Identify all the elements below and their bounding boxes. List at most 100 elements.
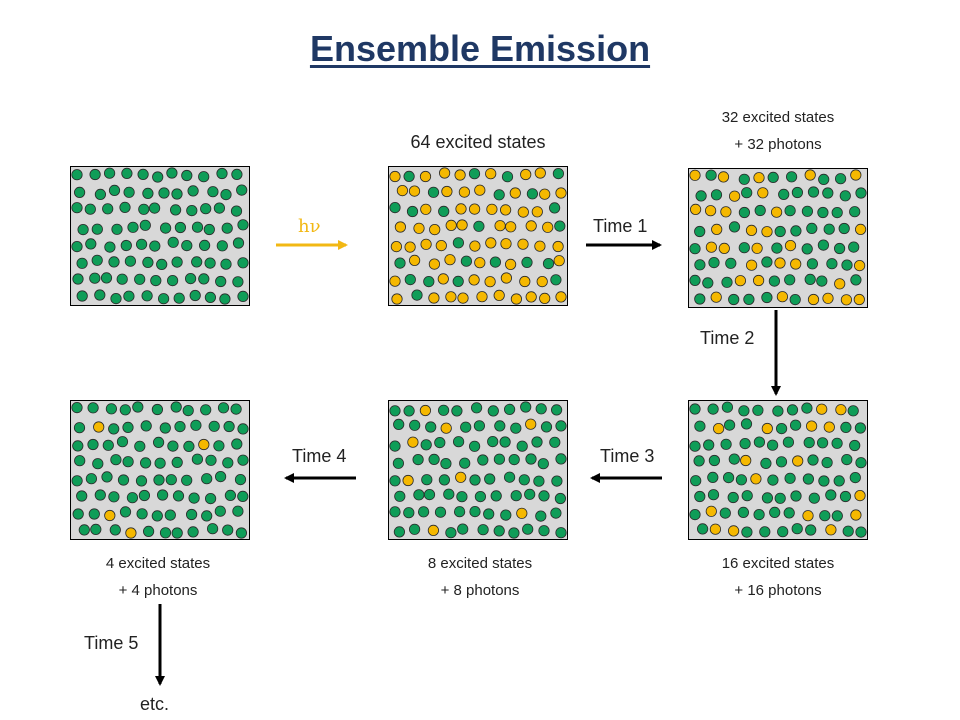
ground-molecule <box>521 256 533 269</box>
ground-molecule <box>473 220 485 232</box>
ground-molecule <box>109 524 121 536</box>
ground-molecule <box>110 293 122 305</box>
ground-molecule <box>223 420 235 433</box>
ground-molecule <box>76 290 88 302</box>
ground-molecule <box>76 257 88 269</box>
ground-molecule <box>158 293 170 305</box>
ground-molecule <box>451 405 463 417</box>
ground-molecule <box>174 421 186 433</box>
ground-molecule <box>554 492 566 505</box>
ground-molecule <box>406 205 419 218</box>
excited-molecule <box>391 293 403 305</box>
ground-molecule <box>201 473 213 485</box>
ground-molecule <box>108 256 120 268</box>
excited-molecule <box>734 275 747 287</box>
ground-molecule <box>142 256 154 269</box>
ground-molecule <box>721 401 734 413</box>
stage-label-time1-photons: + 32 photons <box>734 136 822 153</box>
ground-molecule <box>834 242 846 255</box>
ground-molecule <box>94 289 106 301</box>
ground-molecule <box>469 440 481 452</box>
excited-molecule <box>525 418 537 430</box>
excited-molecule <box>536 276 548 288</box>
ground-molecule <box>728 453 740 465</box>
ground-molecule <box>741 187 753 199</box>
excited-molecule <box>784 240 797 252</box>
ground-molecule <box>213 202 225 214</box>
stage-label-time3-states: 8 excited states <box>427 555 533 572</box>
excited-molecule <box>409 254 421 267</box>
ground-molecule <box>230 403 242 415</box>
ground-molecule <box>220 189 232 201</box>
ground-molecule <box>403 170 415 182</box>
excited-molecule <box>505 221 517 233</box>
ground-molecule <box>389 475 401 487</box>
ground-molecule <box>803 436 815 449</box>
excited-molecule <box>420 203 432 215</box>
ground-molecule <box>822 187 834 199</box>
page-title: Ensemble Emission <box>309 28 651 69</box>
ground-molecule <box>204 257 216 269</box>
excited-molecule <box>705 205 717 217</box>
ground-molecule <box>166 167 178 179</box>
ground-molecule <box>752 404 764 416</box>
ground-molecule <box>767 439 779 451</box>
excited-molecule <box>745 259 758 271</box>
ground-molecule <box>71 402 83 414</box>
stage-label-time2-states: 16 excited states <box>721 555 835 572</box>
excited-molecule <box>757 187 769 199</box>
excited-molecule <box>705 241 718 253</box>
ground-molecule <box>774 225 786 238</box>
ground-molecule <box>760 457 772 470</box>
ground-molecule <box>487 405 499 417</box>
stage-label-time4-states: 4 excited states <box>105 555 211 572</box>
ground-molecule <box>127 221 139 233</box>
ground-molecule <box>208 420 220 432</box>
excited-molecule <box>455 203 467 215</box>
ground-molecule <box>428 453 440 466</box>
ground-molecule <box>759 526 771 538</box>
molecule-field <box>71 167 249 305</box>
ground-molecule <box>777 526 789 538</box>
ground-molecule <box>117 474 130 486</box>
excited-molecule <box>740 454 752 467</box>
ground-molecule <box>157 489 169 501</box>
ground-molecule <box>768 275 781 287</box>
ground-molecule <box>520 401 532 413</box>
ground-molecule <box>445 527 457 539</box>
ground-molecule <box>689 243 701 255</box>
ground-molecule <box>840 421 852 434</box>
ground-molecule <box>207 186 219 198</box>
excited-molecule <box>474 257 486 269</box>
ground-molecule <box>790 419 802 431</box>
ground-molecule <box>490 490 502 502</box>
ground-molecule <box>237 423 249 435</box>
ground-molecule <box>501 171 514 183</box>
ground-molecule <box>707 489 720 501</box>
ground-molecule <box>234 474 247 486</box>
ground-molecule <box>549 202 561 214</box>
ground-molecule <box>393 526 405 538</box>
excited-molecule <box>93 421 105 433</box>
ground-molecule <box>693 455 705 467</box>
ground-molecule <box>831 437 843 449</box>
excited-molecule <box>509 187 521 199</box>
ground-molecule <box>167 236 179 248</box>
ground-molecule <box>855 526 867 538</box>
stage-label-time1-states: 32 excited states <box>721 109 835 126</box>
ground-molecule <box>215 275 227 288</box>
ground-molecule <box>689 509 701 521</box>
ground-molecule <box>108 491 120 503</box>
excited-molecule <box>804 169 816 181</box>
excited-molecule <box>853 293 865 306</box>
photon-energy-label: hν <box>298 216 321 237</box>
ground-molecule <box>171 256 183 268</box>
excited-molecule <box>555 291 567 303</box>
ground-molecule <box>784 472 796 484</box>
excited-molecule <box>525 220 537 232</box>
time4-label: Time 4 <box>292 446 347 466</box>
ground-molecule <box>149 240 161 252</box>
excited-molecule <box>854 260 866 272</box>
ground-molecule <box>171 456 183 469</box>
ground-molecule <box>708 257 720 269</box>
